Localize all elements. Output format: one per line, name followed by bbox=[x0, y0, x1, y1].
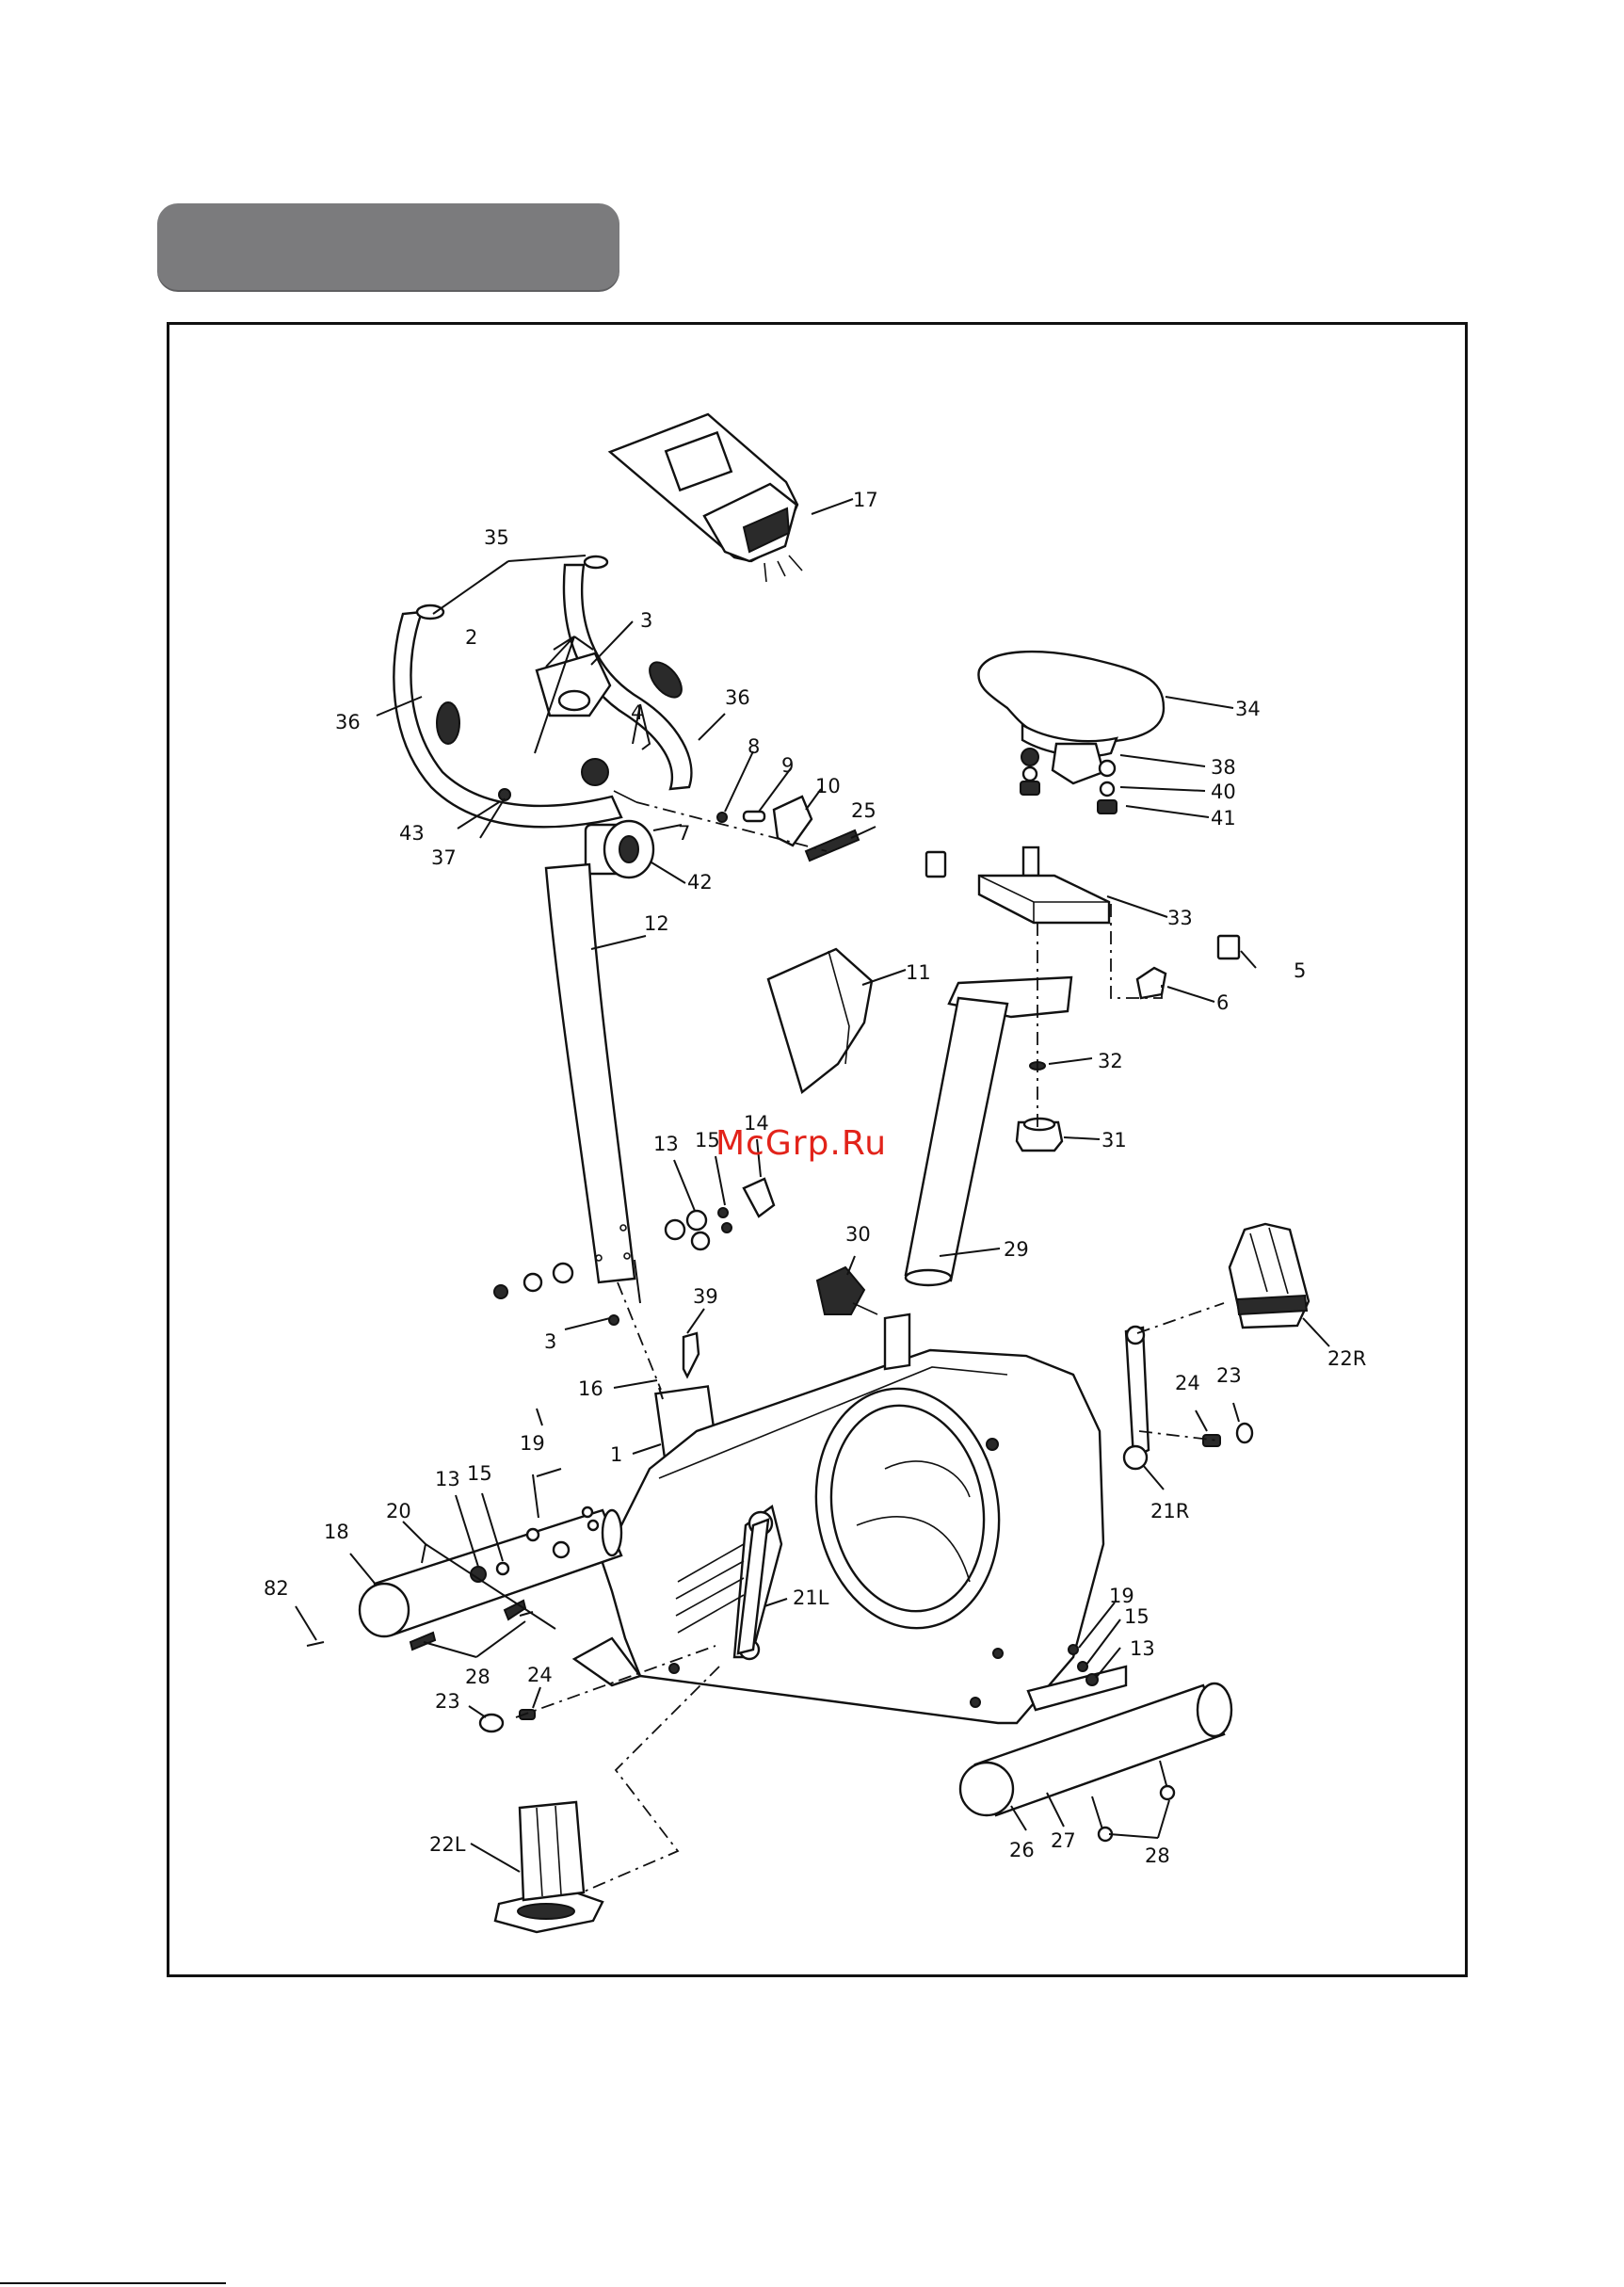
fastener-parts-upper bbox=[717, 797, 859, 861]
part-label-40: 40 bbox=[1211, 781, 1236, 803]
part-label-20: 20 bbox=[386, 1500, 411, 1522]
part-label-4: 4 bbox=[631, 701, 643, 724]
footer-rule bbox=[0, 2282, 226, 2284]
part-label-6: 6 bbox=[1216, 991, 1229, 1014]
front-post-part bbox=[546, 864, 635, 1282]
right-pedal-part bbox=[1230, 1224, 1309, 1328]
part-label-24: 24 bbox=[527, 1664, 553, 1686]
part-label-13: 13 bbox=[653, 1133, 679, 1155]
part-label-23: 23 bbox=[1216, 1364, 1242, 1387]
part-label-3: 3 bbox=[640, 609, 652, 632]
part-label-24: 24 bbox=[1175, 1372, 1200, 1394]
part-label-43: 43 bbox=[399, 822, 425, 845]
part-label-15: 15 bbox=[1124, 1605, 1150, 1628]
part-label-12: 12 bbox=[644, 912, 669, 935]
side-cover-part bbox=[768, 949, 872, 1092]
seat-part bbox=[978, 652, 1164, 813]
part-label-38: 38 bbox=[1211, 756, 1236, 779]
part-label-31: 31 bbox=[1101, 1129, 1127, 1152]
part-label-28: 28 bbox=[1145, 1844, 1170, 1867]
right-crank-part bbox=[1124, 1327, 1252, 1469]
part-label-33: 33 bbox=[1167, 907, 1193, 929]
part-label-39: 39 bbox=[693, 1285, 718, 1308]
part-label-11: 11 bbox=[906, 961, 931, 984]
part-label-19: 19 bbox=[1109, 1585, 1134, 1607]
part-label-26: 26 bbox=[1009, 1839, 1035, 1861]
part-label-27: 27 bbox=[1051, 1829, 1076, 1852]
part-label-9: 9 bbox=[781, 754, 794, 777]
post-fasteners bbox=[494, 1179, 774, 1325]
part-label-22l: 22L bbox=[429, 1833, 466, 1856]
part-label-23: 23 bbox=[435, 1690, 460, 1713]
part-label-34: 34 bbox=[1235, 698, 1261, 720]
handlebar-part bbox=[394, 556, 691, 827]
console-part bbox=[610, 414, 802, 582]
part-label-36: 36 bbox=[725, 686, 750, 709]
part-label-10: 10 bbox=[815, 775, 841, 797]
part-label-5: 5 bbox=[1294, 959, 1306, 982]
part-label-35: 35 bbox=[484, 526, 509, 549]
part-label-28: 28 bbox=[465, 1666, 490, 1688]
part-label-8: 8 bbox=[748, 735, 760, 758]
part-label-21l: 21L bbox=[793, 1586, 829, 1609]
part-label-82: 82 bbox=[264, 1577, 289, 1600]
part-label-36: 36 bbox=[335, 711, 361, 733]
part-label-21r: 21R bbox=[1150, 1500, 1189, 1522]
part-label-25: 25 bbox=[851, 799, 876, 822]
part-label-15: 15 bbox=[467, 1462, 492, 1485]
part-label-13: 13 bbox=[435, 1468, 460, 1490]
main-frame-part bbox=[574, 1314, 1103, 1723]
part-label-17: 17 bbox=[853, 489, 878, 511]
part-label-16: 16 bbox=[578, 1377, 603, 1400]
part-label-2: 2 bbox=[465, 626, 477, 649]
part-label-19: 19 bbox=[520, 1432, 545, 1455]
part-label-22r: 22R bbox=[1327, 1347, 1366, 1370]
part-label-18: 18 bbox=[324, 1521, 349, 1543]
part-label-37: 37 bbox=[431, 846, 457, 869]
part-label-29: 29 bbox=[1004, 1238, 1029, 1261]
part-label-1: 1 bbox=[610, 1443, 622, 1466]
part-label-13: 13 bbox=[1130, 1637, 1155, 1660]
part-label-41: 41 bbox=[1211, 807, 1236, 829]
part-label-30: 30 bbox=[845, 1223, 871, 1246]
part-label-3: 3 bbox=[544, 1330, 556, 1353]
part-label-7: 7 bbox=[678, 822, 690, 845]
part-label-42: 42 bbox=[687, 871, 713, 894]
part-label-32: 32 bbox=[1098, 1050, 1123, 1072]
watermark-text: McGrp.Ru bbox=[716, 1124, 887, 1163]
